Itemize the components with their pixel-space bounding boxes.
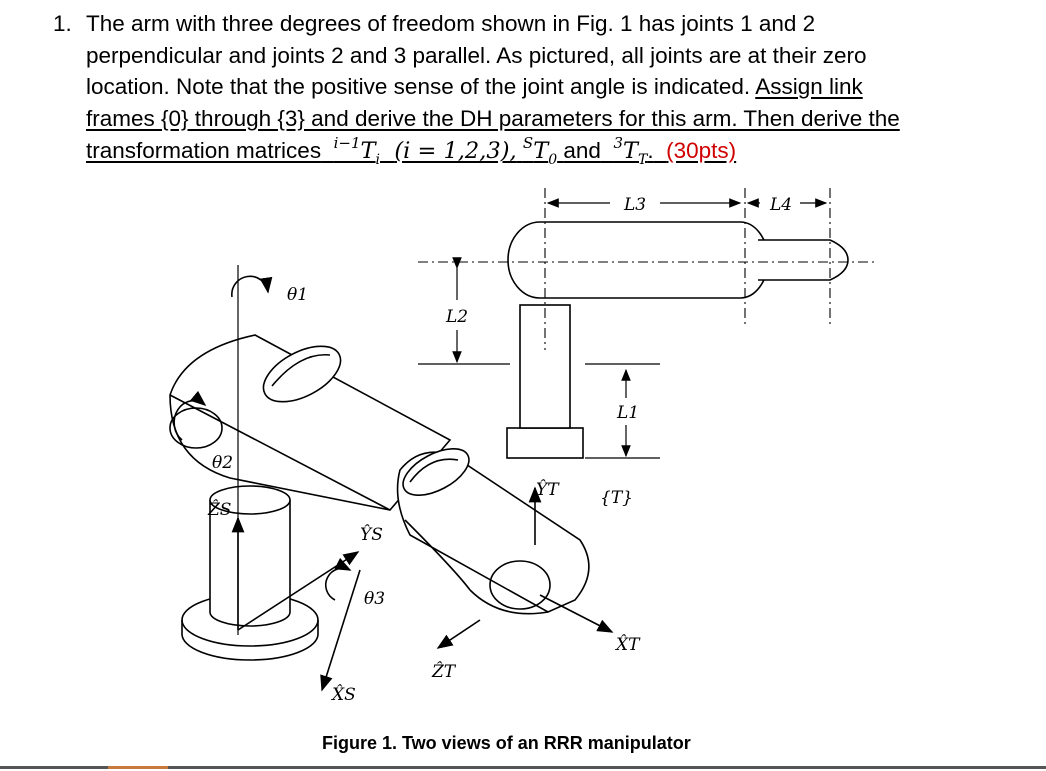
math-transform-s0: ST0 xyxy=(522,134,558,168)
problem-line-2: perpendicular and joints 2 and 3 paralle… xyxy=(86,42,867,68)
page-bottom-accent xyxy=(108,766,168,769)
theta3-rotation-arrow xyxy=(324,557,352,601)
right-view-arm xyxy=(506,221,849,459)
dimension-centerlines xyxy=(418,188,875,350)
math-transform-i: i−1Ti (i = 1,2,3), xyxy=(333,134,517,168)
theta2-rotation-arrow xyxy=(173,390,207,441)
zt-axis-arrow xyxy=(436,619,481,649)
yt-label: ŶT xyxy=(536,479,560,500)
math-transform-3t: 3TT xyxy=(613,134,648,168)
problem-number: 1. xyxy=(53,11,72,36)
problem-line-3: location. Note that the positive sense o… xyxy=(86,71,863,103)
t-frame-label: {T} xyxy=(600,488,633,508)
zt-label: ẐT xyxy=(431,661,457,682)
theta2-label: θ2 xyxy=(212,453,233,473)
xs-label: X̂S xyxy=(330,685,356,705)
theta1-label: θ1 xyxy=(287,285,308,305)
line3-text: location. Note that the positive sense o… xyxy=(86,74,756,100)
problem-line-4: frames {0} through {3} and derive the DH… xyxy=(86,105,900,131)
left-upper-arm-link xyxy=(169,334,452,511)
l1-label: L1 xyxy=(616,403,639,423)
theta3-label: θ3 xyxy=(364,589,385,609)
theta1-rotation-arrow xyxy=(231,275,273,298)
line3-underlined-text: Assign link xyxy=(755,74,863,100)
xt-label: X̂T xyxy=(614,635,641,655)
l3-label: L3 xyxy=(623,195,646,215)
left-forearm-link xyxy=(396,448,590,615)
xt-axis-arrow xyxy=(539,594,614,633)
l2-label: L2 xyxy=(445,307,468,327)
problem-line-5: transformation matrices i−1Ti (i = 1,2,3… xyxy=(86,134,737,168)
page-bottom-rule xyxy=(0,766,1046,769)
figure-caption: Figure 1. Two views of an RRR manipulato… xyxy=(322,733,691,753)
ys-axis-arrow xyxy=(237,551,360,631)
ys-label: ŶS xyxy=(360,524,383,545)
dimension-lines xyxy=(418,198,828,459)
xs-axis-arrow xyxy=(320,569,361,692)
line5-and: and xyxy=(563,138,601,163)
points-label: (30pts) xyxy=(666,138,737,163)
left-pedestal xyxy=(209,485,291,627)
zs-label: ẐS xyxy=(207,499,231,520)
line5-text: transformation matrices xyxy=(86,138,322,163)
l4-label: L4 xyxy=(769,195,792,215)
problem-line-1: The arm with three degrees of freedom sh… xyxy=(86,11,816,36)
